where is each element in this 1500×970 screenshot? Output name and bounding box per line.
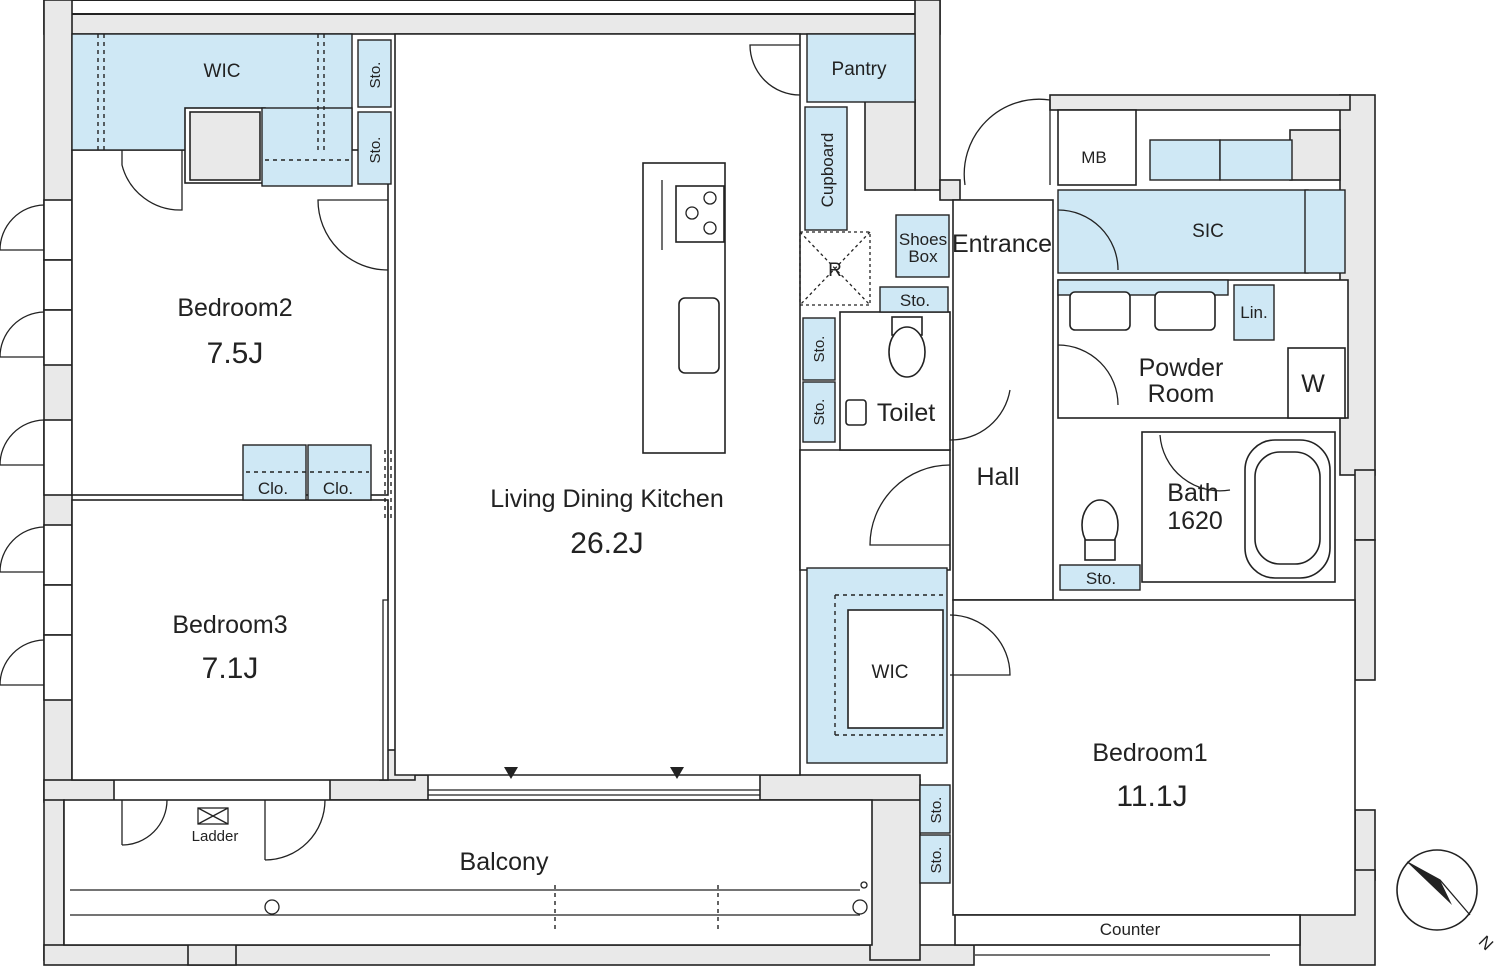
balcony-door-1 <box>121 799 168 846</box>
balcony-door-2 <box>264 799 326 861</box>
label-sto-5: Sto. <box>811 399 828 426</box>
label-counter: Counter <box>1100 920 1161 939</box>
vanity <box>1057 279 1346 419</box>
label-sto-8: Sto. <box>928 847 945 874</box>
bath-fixture <box>1159 434 1331 579</box>
label-sto-1: Sto. <box>367 62 384 89</box>
wic-top <box>71 33 353 211</box>
wic-middle <box>806 567 1011 764</box>
sto-box-8 <box>919 834 951 884</box>
label-wic-mid: WIC <box>872 662 909 683</box>
ldk-area <box>394 33 801 776</box>
fridge <box>799 231 871 306</box>
kitchen-island <box>642 162 726 454</box>
label-washer: W <box>1301 370 1325 398</box>
label-sto-3: Sto. <box>900 291 930 310</box>
counter-box <box>954 914 1301 946</box>
label-fridge: R <box>828 260 842 281</box>
sto-box-5 <box>802 381 836 443</box>
label-ladder: Ladder <box>192 828 239 845</box>
mb-box <box>1057 109 1137 186</box>
sto-box-3 <box>879 286 949 313</box>
label-lin: Lin. <box>1240 303 1267 322</box>
label-bedroom3-size: 7.1J <box>202 652 259 685</box>
label-cupboard: Cupboard <box>818 133 837 208</box>
toilet-door <box>949 380 1011 441</box>
label-bedroom2-size: 7.5J <box>207 337 264 370</box>
cupboard-box <box>804 106 848 231</box>
bedroom2-area <box>71 149 389 496</box>
label-shoes: Shoes <box>899 230 947 249</box>
label-pantry: Pantry <box>832 59 887 80</box>
label-entrance: Entrance <box>952 230 1052 258</box>
bedroom1-area <box>952 599 1356 916</box>
label-sto-6: Sto. <box>1086 569 1116 588</box>
sic <box>1057 139 1346 274</box>
label-sto-7: Sto. <box>928 797 945 824</box>
sto-box-2 <box>357 111 392 185</box>
compass-letter: N <box>1475 932 1497 954</box>
sto-box-6 <box>1059 564 1141 591</box>
label-bedroom1-size: 11.1J <box>1116 780 1187 813</box>
ldk-door-top <box>749 44 801 96</box>
label-ldk-size: 26.2J <box>570 527 643 560</box>
label-bath-size: 1620 <box>1167 507 1223 535</box>
hall-area <box>952 199 1054 601</box>
label-clo-1: Clo. <box>258 479 288 498</box>
label-bath: Bath <box>1167 479 1218 507</box>
powder-toilet <box>1081 499 1119 561</box>
label-sic: SIC <box>1192 221 1224 242</box>
label-hall: Hall <box>976 463 1019 491</box>
sto-box-1 <box>357 39 392 108</box>
toilet-fixture <box>845 316 926 426</box>
label-sto-2: Sto. <box>367 137 384 164</box>
label-bedroom3: Bedroom3 <box>172 611 287 639</box>
left-windows <box>0 199 73 701</box>
sto-box-4 <box>802 317 836 381</box>
compass-icon <box>1396 849 1478 931</box>
label-toilet: Toilet <box>877 399 935 427</box>
label-powder: Powder <box>1139 354 1224 382</box>
entrance-door <box>963 98 1051 186</box>
label-bedroom2: Bedroom2 <box>177 294 292 322</box>
label-room: Room <box>1148 380 1215 408</box>
label-ldk: Living Dining Kitchen <box>490 485 723 513</box>
label-mb: MB <box>1081 148 1107 167</box>
shoes-box <box>895 214 950 278</box>
label-wic-top: WIC <box>204 61 241 82</box>
bedroom3-area <box>71 499 389 781</box>
bedroom2-door <box>317 199 389 271</box>
label-bedroom1: Bedroom1 <box>1092 739 1207 767</box>
label-box: Box <box>908 247 938 266</box>
label-balcony: Balcony <box>460 848 549 876</box>
ldk-hall-door <box>869 464 951 546</box>
sto-box-7 <box>919 784 951 834</box>
pantry-box <box>806 33 916 103</box>
label-sto-4: Sto. <box>811 336 828 363</box>
label-clo-2: Clo. <box>323 479 353 498</box>
